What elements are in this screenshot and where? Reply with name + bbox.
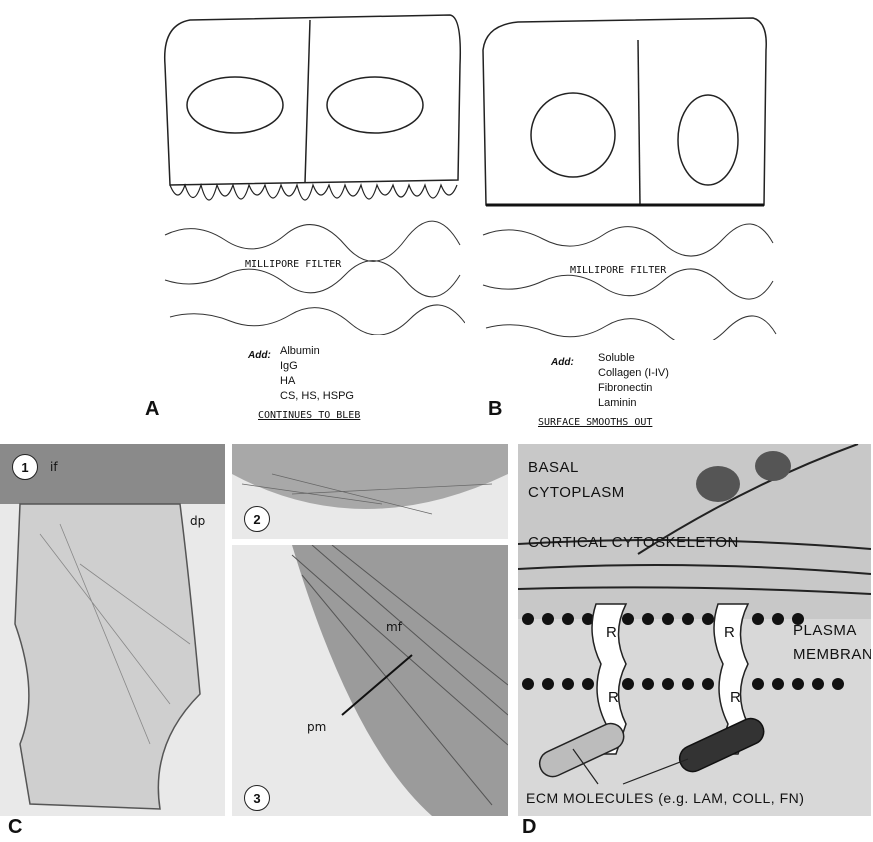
label-membrane: MEMBRANE — [793, 646, 871, 663]
panel-a-add-item: HA — [280, 374, 354, 389]
panel-b-add-list: Soluble Collagen (I-IV) Fibronectin Lami… — [598, 351, 669, 411]
label-mf: mf — [386, 620, 402, 634]
panel-b-add-block: Add: — [551, 352, 574, 370]
micrograph-2-number: 2 — [244, 506, 270, 532]
label-pm: pm — [307, 720, 326, 734]
label-basal: BASAL — [528, 459, 579, 476]
panel-b-add-item: Laminin — [598, 396, 669, 411]
label-ecm-molecules: ECM MOLECULES (e.g. LAM, COLL, FN) — [526, 790, 804, 806]
label-receptor: R — [606, 624, 617, 641]
panel-b-filter-label: MILLIPORE FILTER — [570, 265, 666, 276]
panel-b-caption: SURFACE SMOOTHS OUT — [538, 417, 652, 428]
panel-a-drawing — [160, 5, 465, 335]
micrograph-2: 2 — [232, 444, 508, 539]
micrograph-3-texture — [232, 545, 508, 816]
panel-a-add-item: IgG — [280, 359, 354, 374]
label-cytoplasm: CYTOPLASM — [528, 484, 625, 501]
panel-a-add-list: Albumin IgG HA CS, HS, HSPG — [280, 344, 354, 404]
panel-b-add-item: Soluble — [598, 351, 669, 366]
panel-b-add-item: Fibronectin — [598, 381, 669, 396]
micrograph-2-texture — [232, 444, 508, 539]
label-dp: dp — [190, 514, 205, 528]
micrograph-1: 1 if dp — [0, 444, 225, 816]
label-if: if — [50, 460, 58, 474]
panel-a-filter-label: MILLIPORE FILTER — [245, 259, 341, 270]
panel-b-drawing — [478, 10, 778, 340]
panel-d-schematic: BASAL CYTOPLASM CORTICAL CYTOSKELETON R … — [518, 444, 871, 816]
micrograph-1-texture — [0, 444, 225, 816]
micrograph-3: mf pm 3 — [232, 545, 508, 816]
label-receptor: R — [730, 689, 741, 706]
panel-c-letter: C — [8, 816, 22, 839]
label-cortical-cytoskeleton: CORTICAL CYTOSKELETON — [528, 534, 739, 551]
micrograph-3-number: 3 — [244, 785, 270, 811]
panel-b-add-item: Collagen (I-IV) — [598, 366, 669, 381]
panel-b-add-key: Add: — [551, 357, 574, 368]
label-receptor: R — [724, 624, 735, 641]
panel-a-letter: A — [145, 398, 159, 421]
panel-a-add-key: Add: — [248, 350, 271, 361]
panel-a-add-item: CS, HS, HSPG — [280, 389, 354, 404]
label-receptor: R — [608, 689, 619, 706]
panel-a-caption: CONTINUES TO BLEB — [258, 410, 360, 421]
micrograph-1-number: 1 — [12, 454, 38, 480]
panel-a-add-block: Add: — [248, 345, 271, 363]
panel-a-add-item: Albumin — [280, 344, 354, 359]
label-plasma: PLASMA — [793, 622, 857, 639]
panel-d-letter: D — [522, 816, 536, 839]
panel-b-letter: B — [488, 398, 502, 421]
